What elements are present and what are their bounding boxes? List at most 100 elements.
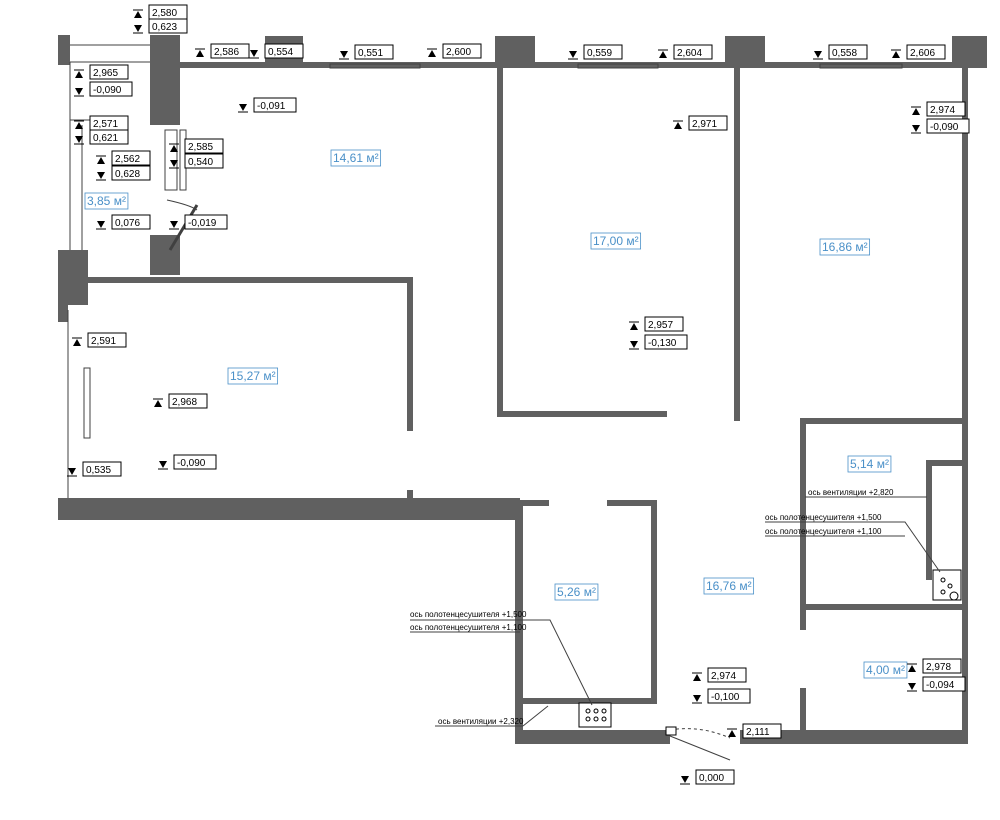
elevation-down-icon <box>630 341 638 348</box>
vent-shaft <box>522 705 549 727</box>
elevation-value: 2,965 <box>93 68 118 79</box>
fixture-dot <box>947 583 953 589</box>
interior-wall <box>800 604 966 610</box>
elevation-value: 2,974 <box>711 671 736 682</box>
interior-wall <box>651 500 657 700</box>
elevation-value: 0,000 <box>699 773 724 784</box>
window <box>577 63 659 69</box>
elevation-box <box>922 676 966 692</box>
elevation-value: -0,090 <box>177 458 206 469</box>
room-area-label: 16,86 м² <box>822 240 868 254</box>
elevation-value: -0,100 <box>711 692 740 703</box>
room-area-label: 14,61 м² <box>333 151 379 165</box>
elevation-mark: 0,623 <box>133 18 188 34</box>
fixture-dot <box>601 708 607 714</box>
bottom-wall <box>515 730 670 744</box>
elevation-value: -0,090 <box>930 122 959 133</box>
elevation-value: 2,600 <box>446 47 471 58</box>
elevation-box <box>111 214 151 230</box>
elevation-mark: 2,580 <box>133 4 188 20</box>
elevation-box <box>264 43 304 59</box>
elevation-down-icon <box>908 683 916 690</box>
window <box>329 63 421 69</box>
leader-lines <box>410 496 941 727</box>
elevation-value: 0,623 <box>152 22 177 33</box>
elevation-mark: 0,621 <box>74 129 129 145</box>
door-handle <box>665 726 677 736</box>
elevation-mark: 2,591 <box>72 332 127 348</box>
room-area-label: 16,76 м² <box>706 579 752 593</box>
leader-line <box>765 521 941 573</box>
towel-note-high: ось полотенцесушителя +1,500 <box>765 513 882 522</box>
elevation-value: 0,540 <box>188 157 213 168</box>
elevation-up-icon <box>75 122 83 129</box>
interior-wall <box>80 277 412 283</box>
fixture-dot <box>585 708 591 714</box>
elevation-mark: 2,585 <box>169 138 224 154</box>
elevation-box <box>87 332 127 348</box>
elevation-mark: 2,974 <box>692 667 747 683</box>
interior-wall <box>607 500 657 506</box>
fixture-dot <box>949 591 959 601</box>
elevation-box <box>89 64 129 80</box>
elevation-value: -0,090 <box>93 85 122 96</box>
interior-wall <box>497 62 503 416</box>
room-area-frame <box>847 455 892 473</box>
fixtures <box>578 569 962 728</box>
elevation-mark: -0,090 <box>911 118 970 134</box>
elevation-mark: 0,540 <box>169 153 224 169</box>
elevation-value: 2,562 <box>115 154 140 165</box>
room-area-label: 4,00 м² <box>866 663 905 677</box>
room-area-frame <box>819 238 871 256</box>
elevation-up-icon <box>693 674 701 681</box>
walls <box>58 35 987 744</box>
elevation-box <box>742 723 782 739</box>
elevation-box <box>148 18 188 34</box>
elevation-value: 2,580 <box>152 8 177 19</box>
elevation-box <box>644 334 688 350</box>
elevation-mark: -0,094 <box>907 676 966 692</box>
elevation-value: 0,628 <box>115 169 140 180</box>
elevation-mark: 2,600 <box>427 43 482 59</box>
elevation-up-icon <box>892 51 900 58</box>
elevation-box <box>906 44 946 60</box>
elevation-value: 2,604 <box>677 48 702 59</box>
elevation-down-icon <box>239 104 247 111</box>
fixture-dot <box>593 708 599 714</box>
interior-wall <box>515 500 549 506</box>
door-swing <box>166 199 198 211</box>
fixture-dot <box>593 716 599 722</box>
elevation-box <box>354 44 394 60</box>
loggia-wall <box>150 65 180 125</box>
loggia-wall <box>58 35 70 65</box>
elevation-box <box>253 97 297 113</box>
room-area-frame <box>554 583 599 601</box>
elevation-up-icon <box>134 11 142 18</box>
elevation-mark: 2,571 <box>74 115 129 131</box>
towel-rail-fixture <box>578 702 612 728</box>
bottom-wall <box>58 498 520 520</box>
leader-line <box>410 619 593 706</box>
elevation-mark: -0,019 <box>169 214 228 230</box>
elevation-up-icon <box>170 145 178 152</box>
elevation-mark: 2,974 <box>911 101 966 117</box>
elevation-mark: -0,091 <box>238 97 297 113</box>
elevation-box <box>89 81 133 97</box>
elevation-up-icon <box>428 50 436 57</box>
elevation-value: 2,978 <box>926 662 951 673</box>
room-area-frame <box>590 232 642 250</box>
elevation-mark: 2,111 <box>727 723 782 739</box>
elevation-up-icon <box>196 50 204 57</box>
elevation-up-icon <box>630 323 638 330</box>
elevation-down-icon <box>693 695 701 702</box>
elevation-mark: 2,965 <box>74 64 129 80</box>
elevation-mark: 0,535 <box>67 461 122 477</box>
elevation-up-icon <box>659 51 667 58</box>
elevation-mark: -0,090 <box>74 81 133 97</box>
entrance-door <box>669 735 731 761</box>
shaft-wall <box>926 460 932 580</box>
entrance-swing <box>669 728 731 739</box>
elevation-box <box>644 316 684 332</box>
